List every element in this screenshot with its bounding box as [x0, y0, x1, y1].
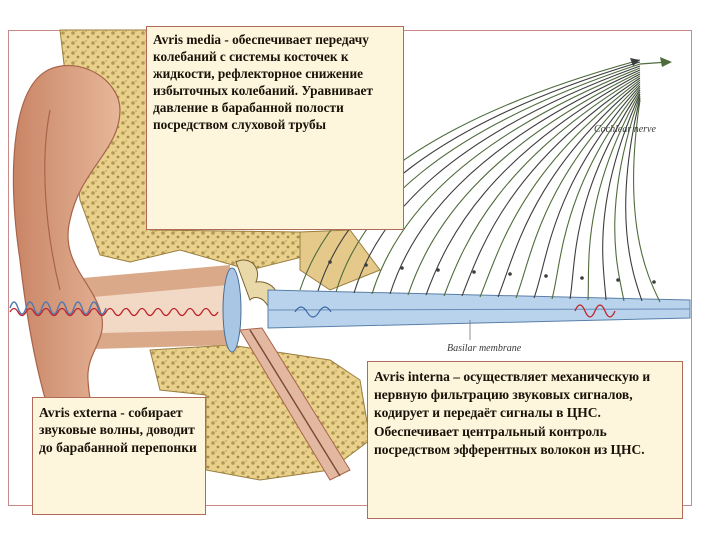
sound-wave-blue	[9, 301, 107, 315]
middle-ear-callout: Avris media - обеспечивает передачу коле…	[146, 26, 404, 230]
nerve-arrow-efferent	[630, 58, 640, 66]
pinna-fold	[44, 109, 61, 291]
basilar-membrane-label: Basilar membrane	[447, 343, 522, 354]
cochlea-wave-red	[574, 304, 616, 318]
cochlea-wave-blue	[294, 306, 332, 318]
sound-wave-red	[9, 307, 219, 317]
inner-ear-callout: Avris interna – осуществляет механическу…	[367, 361, 683, 519]
eustachian-tube-line	[249, 329, 341, 477]
tympanic-membrane	[222, 267, 242, 353]
nerve-arrow-shaft	[639, 61, 669, 65]
basilar-membrane	[267, 308, 691, 311]
nerve-ganglion-dots	[328, 260, 656, 284]
outer-ear-callout: Avris externa - собирает звуковые волны,…	[32, 397, 206, 515]
cochlear-nerve-label: Cochlear nerve	[594, 124, 656, 135]
